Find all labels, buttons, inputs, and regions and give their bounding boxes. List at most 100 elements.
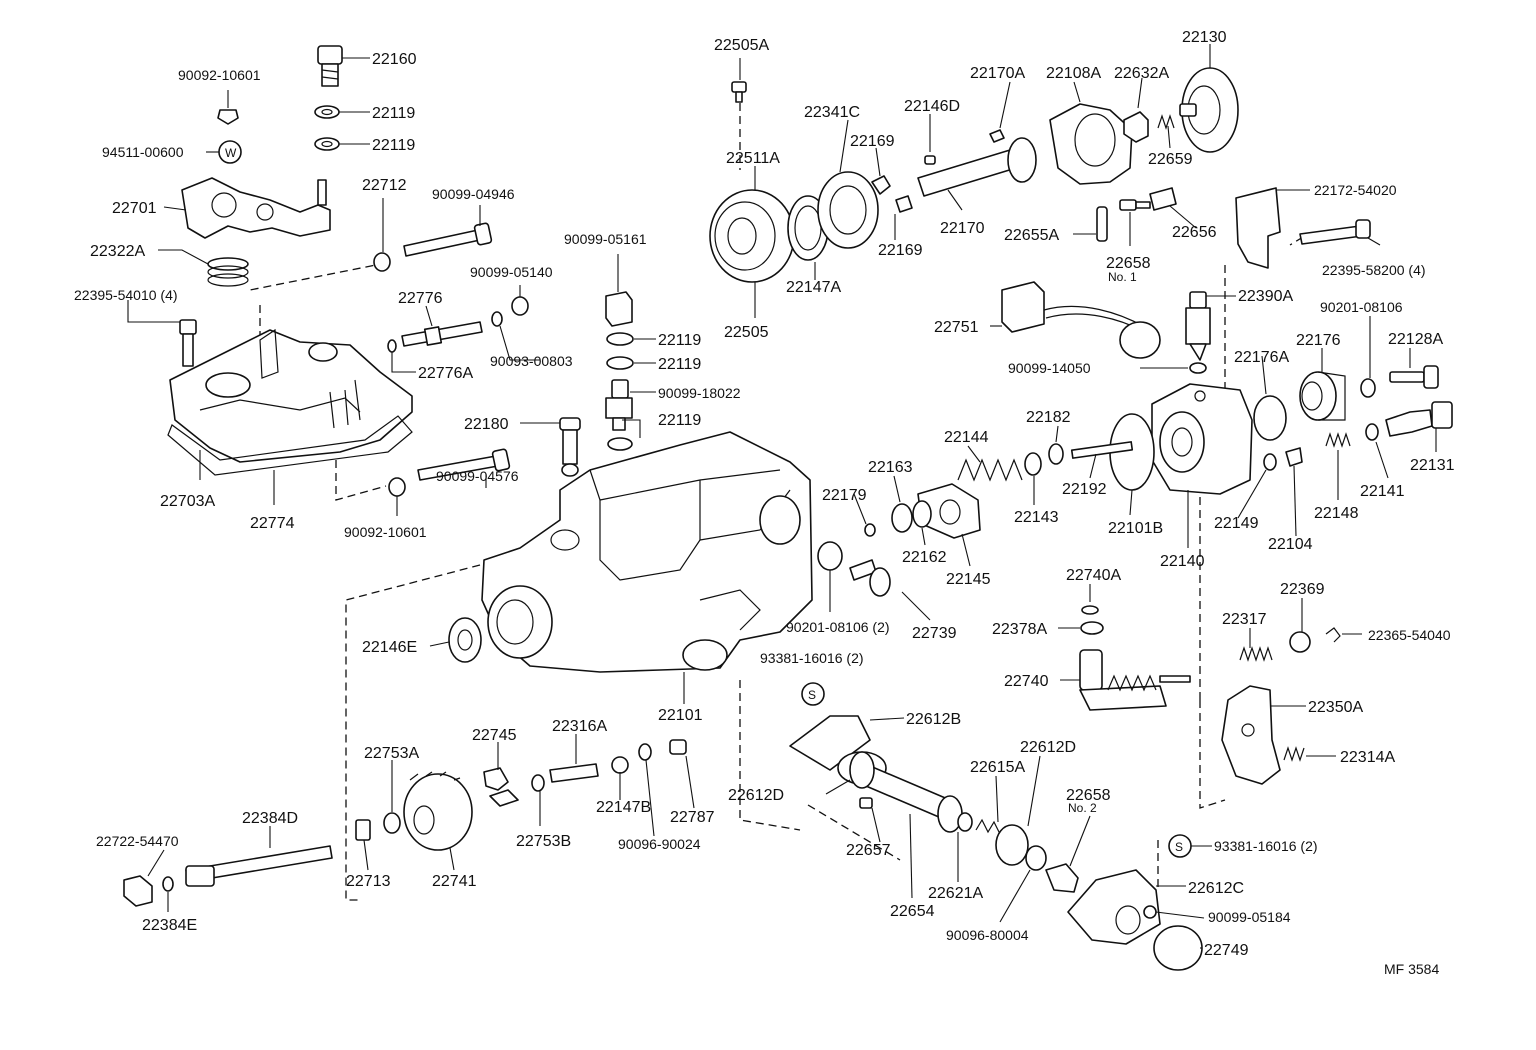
label-22101B: 22101B bbox=[1108, 520, 1163, 537]
label-90099-05184: 90099-05184 bbox=[1208, 909, 1291, 925]
spring-coil-22740 bbox=[1107, 674, 1191, 692]
label-22176: 22176 bbox=[1296, 332, 1341, 349]
label-22131: 22131 bbox=[1410, 457, 1455, 474]
label-22745: 22745 bbox=[472, 727, 517, 744]
label-s-symbol: S bbox=[1175, 840, 1183, 854]
plunger-22192 bbox=[1070, 441, 1134, 459]
label-22314A: 22314A bbox=[1340, 749, 1395, 766]
housing-22612C bbox=[1067, 869, 1161, 945]
label-93381-16016: 93381-16016 (2) bbox=[760, 650, 864, 666]
lever-22350A bbox=[1221, 685, 1281, 785]
piston-22740 bbox=[1079, 649, 1167, 711]
nut-90099-05140 bbox=[511, 296, 529, 316]
label-90099-05140: 90099-05140 bbox=[470, 264, 553, 280]
solenoid-22390A bbox=[1185, 291, 1211, 361]
label-22316A: 22316A bbox=[552, 718, 607, 735]
label-22148: 22148 bbox=[1314, 505, 1359, 522]
label-22739: 22739 bbox=[912, 625, 957, 642]
o-ring-22740A bbox=[1081, 605, 1099, 615]
fitting-90099-18022 bbox=[605, 379, 633, 431]
label-22390A: 22390A bbox=[1238, 288, 1293, 305]
washer-90093-00803 bbox=[491, 311, 503, 327]
label-90096-90024: 90096-90024 bbox=[618, 836, 701, 852]
governor-lever-22701 bbox=[181, 177, 331, 239]
label-22776A: 22776A bbox=[418, 365, 473, 382]
label-22701: 22701 bbox=[112, 200, 157, 217]
washer-22119-top bbox=[314, 105, 340, 151]
washer-90201-08106-2 bbox=[817, 541, 843, 571]
label-22163: 22163 bbox=[868, 459, 913, 476]
pump-rotor-22341C bbox=[817, 171, 879, 249]
bolt-22787 bbox=[669, 739, 687, 755]
label-22170A: 22170A bbox=[970, 65, 1025, 82]
fitting-22131 bbox=[1385, 401, 1453, 437]
connector-22751 bbox=[1001, 281, 1045, 333]
label-22160: 22160 bbox=[372, 51, 417, 68]
label-22703A: 22703A bbox=[160, 493, 215, 510]
gasket-22612B bbox=[789, 715, 871, 771]
label-22753A: 22753A bbox=[364, 745, 419, 762]
spring-22144 bbox=[957, 458, 1023, 482]
o-ring-90096-80004 bbox=[1025, 845, 1047, 871]
washer-22753A bbox=[383, 812, 401, 834]
spring-22659 bbox=[1157, 114, 1175, 130]
label-22119: 22119 bbox=[658, 356, 701, 373]
distributor-head-22140 bbox=[1151, 383, 1253, 495]
label-90201-08106-2: 90201-08106 (2) bbox=[786, 619, 890, 635]
o-ring-22163 bbox=[891, 503, 913, 533]
label-22147B: 22147B bbox=[596, 799, 651, 816]
assembly-dashed-lines bbox=[249, 90, 1304, 901]
label-90201-08106: 90201-08106 bbox=[1320, 299, 1403, 315]
circled-s-symbols bbox=[801, 682, 1192, 858]
washer-90096-90024 bbox=[638, 743, 652, 761]
label-22612B: 22612B bbox=[906, 711, 961, 728]
cap-22749 bbox=[1153, 925, 1203, 971]
label-22395-54010: 22395-54010 (4) bbox=[74, 287, 178, 303]
key-22713 bbox=[355, 819, 371, 841]
label-22369: 22369 bbox=[1280, 581, 1325, 598]
label-s-symbol: S bbox=[808, 688, 816, 702]
label-22741: 22741 bbox=[432, 873, 477, 890]
label-94511-00600: 94511-00600 bbox=[102, 144, 184, 160]
label-22119: 22119 bbox=[372, 105, 415, 122]
label-90099-14050: 90099-14050 bbox=[1008, 360, 1091, 376]
washer-22384E bbox=[162, 876, 174, 892]
shaft-22384D bbox=[185, 845, 333, 887]
valve-holder-22176 bbox=[1299, 371, 1346, 421]
label-90099-04946: 90099-04946 bbox=[432, 186, 515, 202]
label-22740A: 22740A bbox=[1066, 567, 1121, 584]
flyweight-holder-22108A bbox=[1049, 103, 1133, 185]
bolt-22395-54010 bbox=[179, 319, 197, 367]
label-22776: 22776 bbox=[398, 290, 443, 307]
label-22172-54020: 22172-54020 bbox=[1314, 182, 1397, 198]
label-22774: 22774 bbox=[250, 515, 295, 532]
label-22341C: 22341C bbox=[804, 104, 860, 121]
seal-22146E bbox=[448, 617, 482, 663]
clip-22656 bbox=[1149, 187, 1177, 211]
label-w-symbol: W bbox=[225, 146, 237, 160]
washer-22182 bbox=[1048, 443, 1064, 465]
label-22108A: 22108A bbox=[1046, 65, 1101, 82]
label-22170: 22170 bbox=[940, 220, 985, 237]
pin-22655A bbox=[1096, 206, 1108, 242]
o-ring-90099-14050 bbox=[1189, 362, 1207, 374]
label-22144: 22144 bbox=[944, 429, 989, 446]
nut-90092-10601 bbox=[217, 109, 239, 125]
label-22179: 22179 bbox=[822, 487, 867, 504]
washer-22149 bbox=[1263, 453, 1277, 471]
label-22657: 22657 bbox=[846, 842, 891, 859]
nut-90092-10601-lower bbox=[388, 477, 406, 497]
label-22101: 22101 bbox=[658, 707, 703, 724]
gear-22741 bbox=[403, 771, 473, 851]
valve-22180 bbox=[559, 417, 581, 477]
coupling-22130 bbox=[1179, 67, 1239, 153]
label-22659: 22659 bbox=[1148, 151, 1193, 168]
bolt-22658-no2 bbox=[1045, 863, 1079, 893]
label-22146D: 22146D bbox=[904, 98, 960, 115]
key-22170A bbox=[989, 129, 1005, 143]
label-22350A: 22350A bbox=[1308, 699, 1363, 716]
label-22654: 22654 bbox=[890, 903, 935, 920]
label-22740: 22740 bbox=[1004, 673, 1049, 690]
governor-cover-22703A bbox=[169, 328, 413, 463]
